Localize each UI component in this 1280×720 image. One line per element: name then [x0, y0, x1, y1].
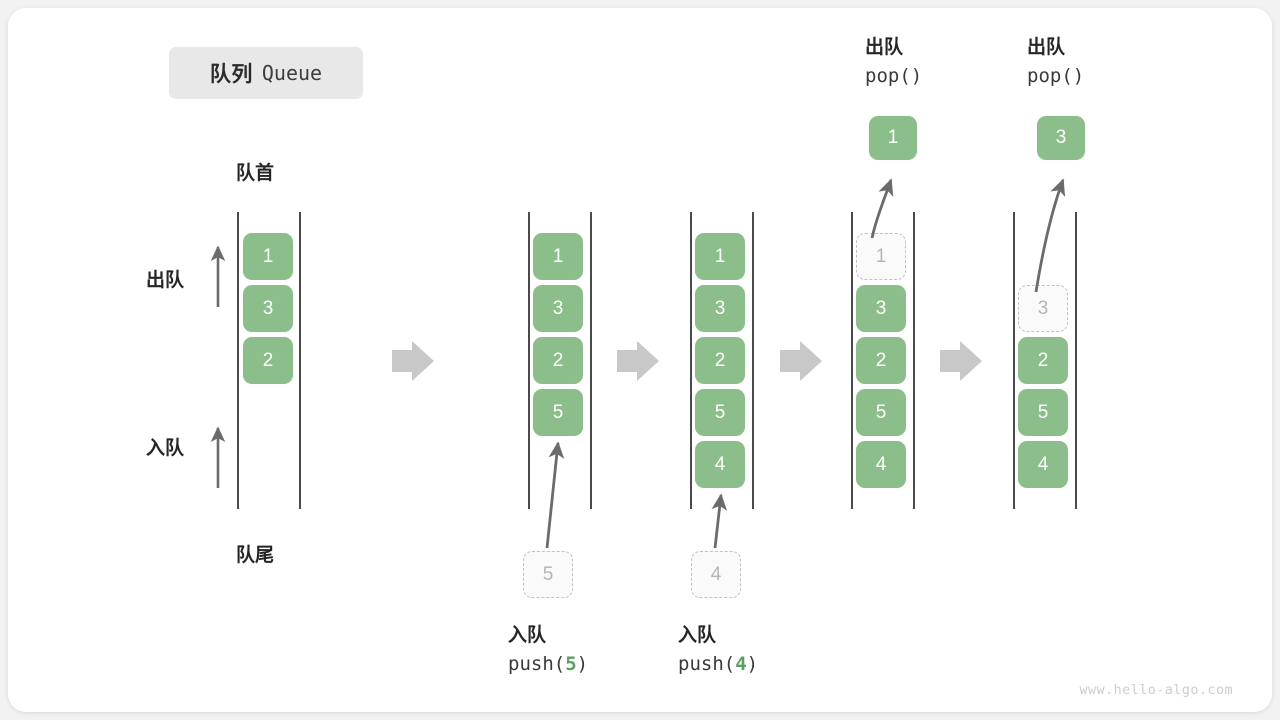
queue-element: 5	[856, 389, 906, 436]
operation-caption-2: 入队 push(4)	[678, 620, 758, 675]
label-enqueue-direction: 入队	[146, 438, 185, 459]
operation-caption-4: 出队 pop()	[1027, 32, 1084, 87]
operation-code: pop()	[1027, 65, 1085, 87]
label-queue-rear: 队尾	[236, 545, 275, 566]
operation-cn: 入队	[678, 625, 717, 646]
queue-element: 2	[856, 337, 906, 384]
queue-rail-right-2	[752, 212, 754, 509]
queue-rail-left-2	[690, 212, 692, 509]
queue-rail-right-0	[299, 212, 301, 509]
queue-element: 2	[695, 337, 745, 384]
operation-caption-1: 入队 push(5)	[508, 620, 588, 675]
operation-code: push(5)	[508, 653, 589, 675]
queue-element: 1	[243, 233, 293, 280]
popped-element: 1	[869, 116, 917, 160]
queue-rail-left-1	[528, 212, 530, 509]
label-dequeue-direction: 出队	[146, 270, 185, 291]
operation-cn: 出队	[1027, 37, 1066, 58]
queue-element-new: 5	[533, 389, 583, 436]
operation-cn: 出队	[865, 37, 904, 58]
queue-element: 5	[1018, 389, 1068, 436]
ghost-element: 4	[691, 551, 741, 598]
queue-element: 4	[856, 441, 906, 488]
queue-element: 2	[1018, 337, 1068, 384]
operation-code: push(4)	[678, 653, 759, 675]
ghost-element: 5	[523, 551, 573, 598]
queue-rail-left-4	[1013, 212, 1015, 509]
diagram-title-badge: 队列 Queue	[169, 47, 363, 99]
ghost-element: 3	[1018, 285, 1068, 332]
queue-rail-left-3	[851, 212, 853, 509]
queue-element-new: 4	[695, 441, 745, 488]
title-cn: 队列	[209, 63, 253, 86]
queue-element: 3	[243, 285, 293, 332]
queue-element: 5	[695, 389, 745, 436]
popped-element: 3	[1037, 116, 1085, 160]
queue-rail-right-3	[913, 212, 915, 509]
queue-rail-right-4	[1075, 212, 1077, 509]
title-en: Queue	[261, 61, 323, 85]
operation-caption-3: 出队 pop()	[865, 32, 922, 87]
queue-rail-left-0	[237, 212, 239, 509]
queue-element: 1	[533, 233, 583, 280]
queue-element: 3	[533, 285, 583, 332]
queue-element: 2	[243, 337, 293, 384]
label-queue-front: 队首	[236, 163, 275, 184]
diagram-card	[8, 8, 1272, 712]
queue-element: 2	[533, 337, 583, 384]
site-watermark: www.hello-algo.com	[1079, 682, 1233, 698]
queue-element: 3	[856, 285, 906, 332]
operation-code: pop()	[865, 65, 923, 87]
queue-element: 4	[1018, 441, 1068, 488]
queue-element: 3	[695, 285, 745, 332]
operation-cn: 入队	[508, 625, 547, 646]
ghost-element: 1	[856, 233, 906, 280]
queue-rail-right-1	[590, 212, 592, 509]
queue-element: 1	[695, 233, 745, 280]
